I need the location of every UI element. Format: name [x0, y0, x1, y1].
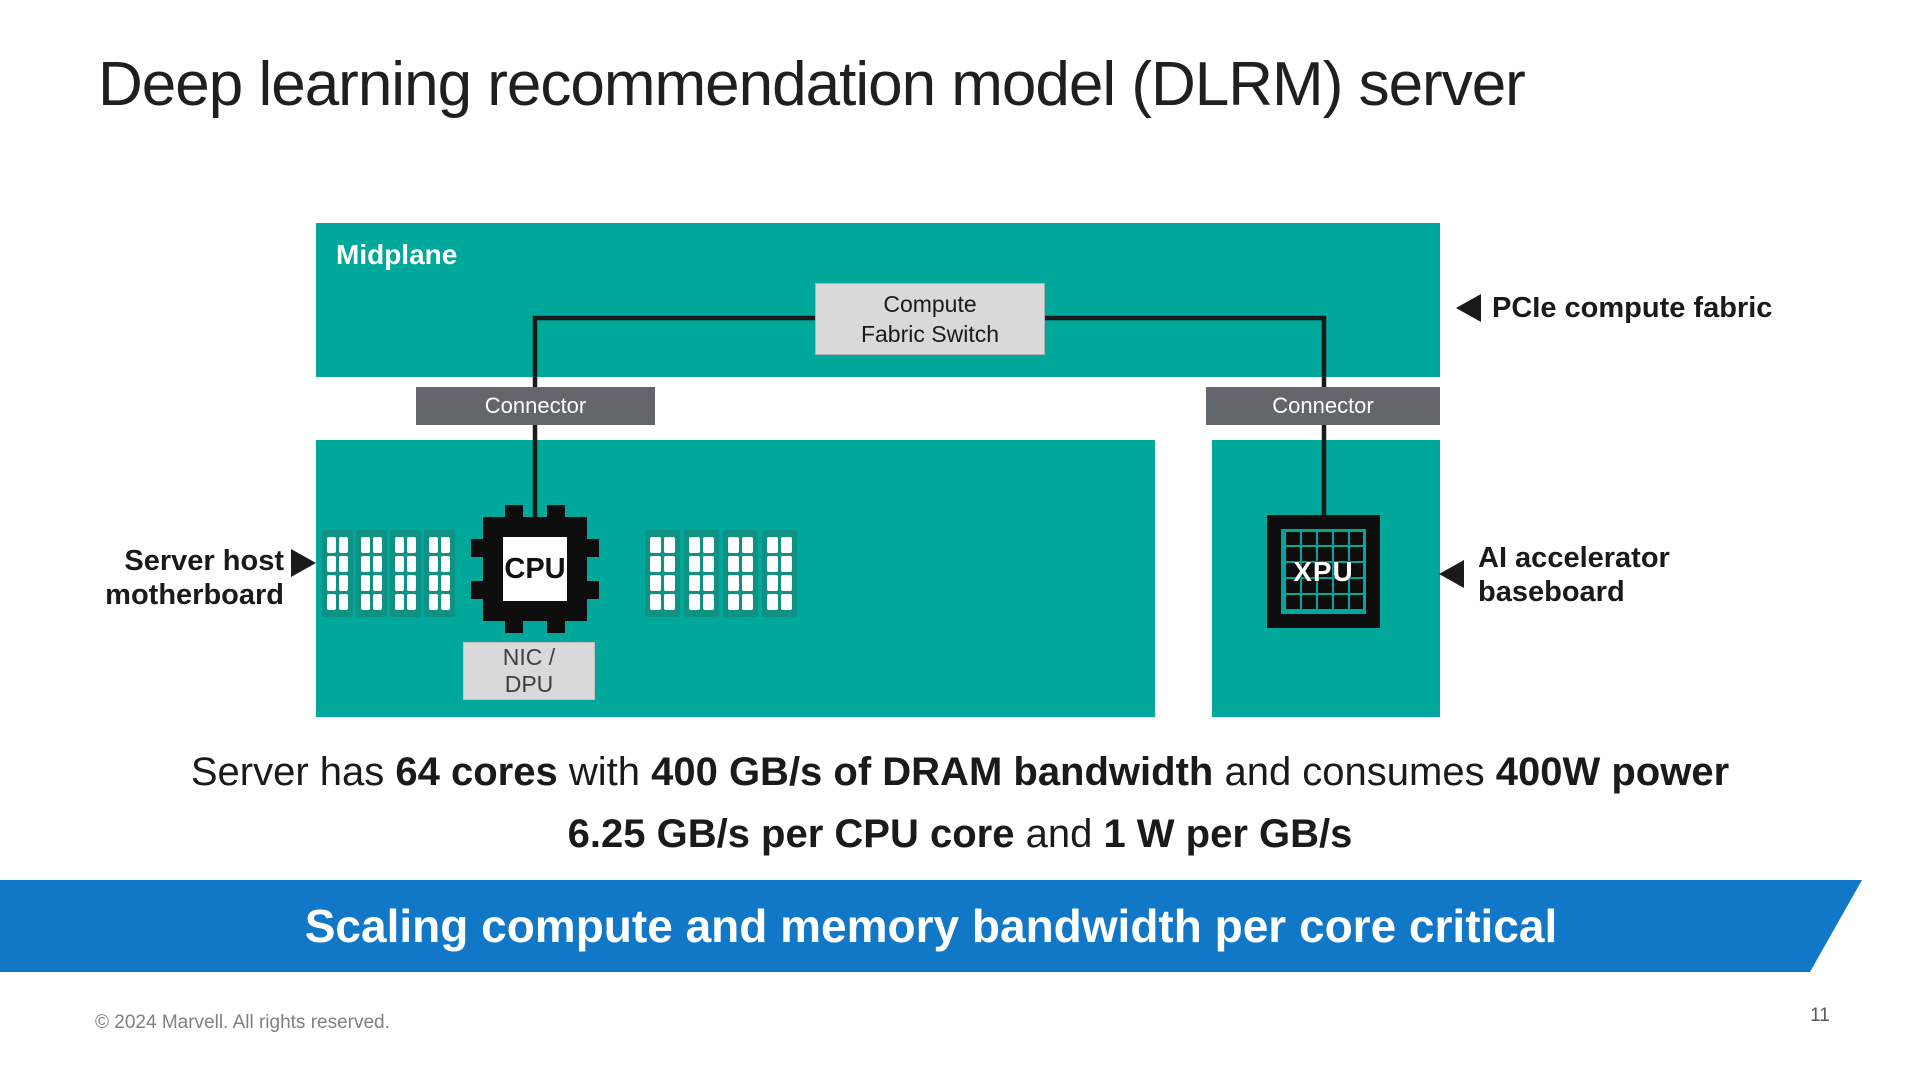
cpu-chip-shape — [471, 505, 599, 633]
dram-module-icon — [424, 530, 455, 617]
dram-module-icon — [356, 530, 387, 617]
arrow-right-icon — [291, 549, 316, 577]
nic-label-line2: DPU — [504, 671, 554, 697]
takeaway-banner: Scaling compute and memory bandwidth per… — [0, 880, 1862, 972]
callout-server-host-line2: motherboard — [105, 579, 284, 611]
page-title: Deep learning recommendation model (DLRM… — [98, 50, 1526, 119]
arrow-left-icon — [1439, 560, 1464, 588]
callout-server-host-line1: Server host — [124, 545, 284, 577]
dram-module-icon — [762, 530, 797, 617]
dram-group-left — [322, 530, 455, 617]
cpu-label: CPU — [504, 552, 566, 585]
xpu-chip-icon: XPU — [1267, 515, 1380, 628]
callout-ai-line2: baseboard — [1478, 576, 1625, 608]
connector-left: Connector — [416, 387, 655, 425]
cpu-chip-icon: CPU — [471, 505, 599, 633]
dram-module-icon — [684, 530, 719, 617]
takeaway-banner-label: Scaling compute and memory bandwidth per… — [304, 900, 1558, 952]
dram-module-icon — [723, 530, 758, 617]
dram-module-icon — [322, 530, 353, 617]
xpu-die-grid: XPU — [1281, 529, 1366, 614]
connector-right-label: Connector — [1272, 393, 1374, 418]
dram-module-icon — [390, 530, 421, 617]
nic-label-line1: NIC / — [502, 644, 556, 670]
connector-left-label: Connector — [484, 393, 587, 418]
midplane-label: Midplane — [336, 239, 458, 270]
callout-ai-line1: AI accelerator — [1478, 542, 1670, 574]
arrow-left-icon — [1456, 294, 1481, 322]
footer-copyright: © 2024 Marvell. All rights reserved. — [95, 1012, 390, 1033]
callout-pcie-compute-fabric: PCIe compute fabric — [1492, 292, 1773, 324]
dram-group-right — [645, 530, 797, 617]
compute-fabric-switch: Compute Fabric Switch — [815, 283, 1045, 355]
callout-ai-accelerator-baseboard: AI accelerator baseboard — [1478, 541, 1670, 609]
callout-server-host-motherboard: Server host motherboard — [58, 544, 284, 612]
switch-label-line1: Compute — [883, 291, 977, 317]
summary-line-2: 6.25 GB/s per CPU core and 1 W per GB/s — [567, 812, 1353, 856]
nic-dpu-box: NIC / DPU — [463, 642, 595, 700]
connector-right: Connector — [1206, 387, 1440, 425]
xpu-label: XPU — [1293, 555, 1354, 587]
page-number: 11 — [1810, 1005, 1830, 1026]
summary-line-1: Server has 64 cores with 400 GB/s of DRA… — [190, 750, 1730, 794]
switch-label-line2: Fabric Switch — [860, 321, 1000, 347]
dram-module-icon — [645, 530, 680, 617]
